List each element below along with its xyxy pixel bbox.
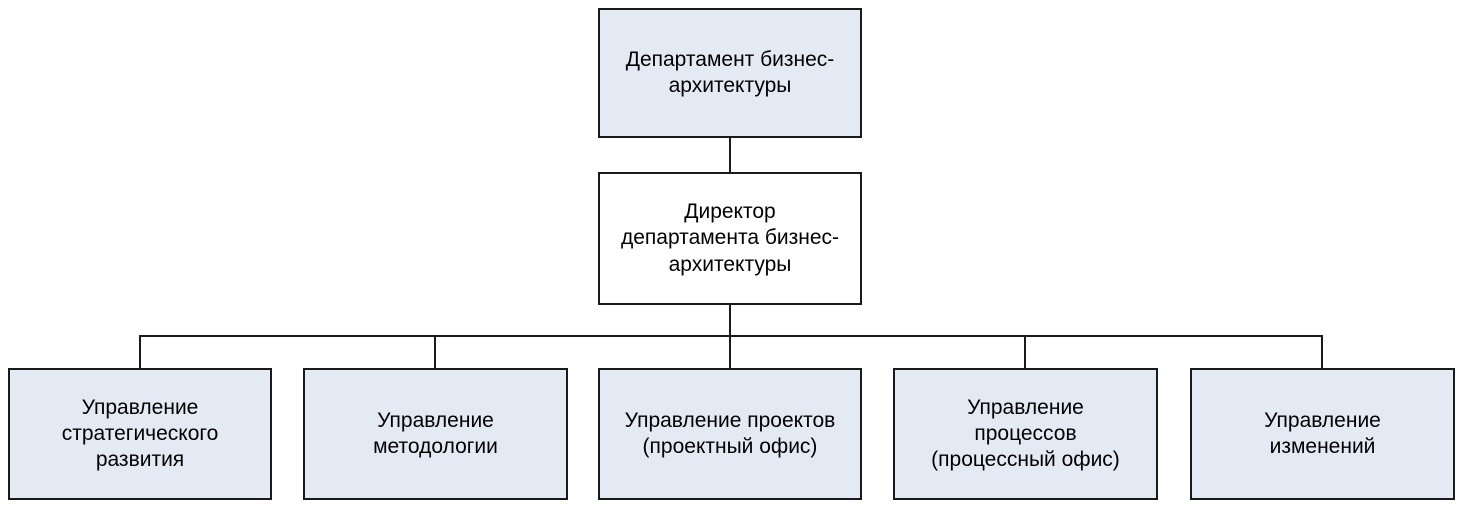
org-node-director: Директор департамента бизнес- архитектур… <box>598 172 862 305</box>
org-node-changes: Управление изменений <box>1190 368 1455 500</box>
connector-stub-changes <box>1321 335 1323 368</box>
org-node-processes: Управление процессов (процессный офис) <box>893 368 1158 500</box>
org-node-strategy: Управление стратегического развития <box>8 368 272 500</box>
connector-stub-methodology <box>434 335 436 368</box>
org-node-projects: Управление проектов (проектный офис) <box>598 368 862 500</box>
connector-bus <box>139 335 1323 337</box>
connector-stub-strategy <box>139 335 141 368</box>
org-node-processes-label: Управление процессов (процессный офис) <box>931 395 1120 472</box>
org-node-methodology: Управление методологии <box>303 368 568 500</box>
org-node-department: Департамент бизнес- архитектуры <box>598 8 862 138</box>
connector-stub-projects <box>729 335 731 368</box>
org-node-methodology-label: Управление методологии <box>373 408 498 458</box>
org-node-projects-label: Управление проектов (проектный офис) <box>624 408 836 458</box>
connector-director-bus <box>729 305 731 336</box>
connector-stub-processes <box>1024 335 1026 368</box>
org-node-strategy-label: Управление стратегического развития <box>61 395 219 472</box>
org-node-director-label: Директор департамента бизнес- архитектур… <box>620 200 840 276</box>
connector-department-director <box>729 138 731 172</box>
org-node-changes-label: Управление изменений <box>1264 408 1381 458</box>
org-node-department-label: Департамент бизнес- архитектуры <box>625 47 835 97</box>
